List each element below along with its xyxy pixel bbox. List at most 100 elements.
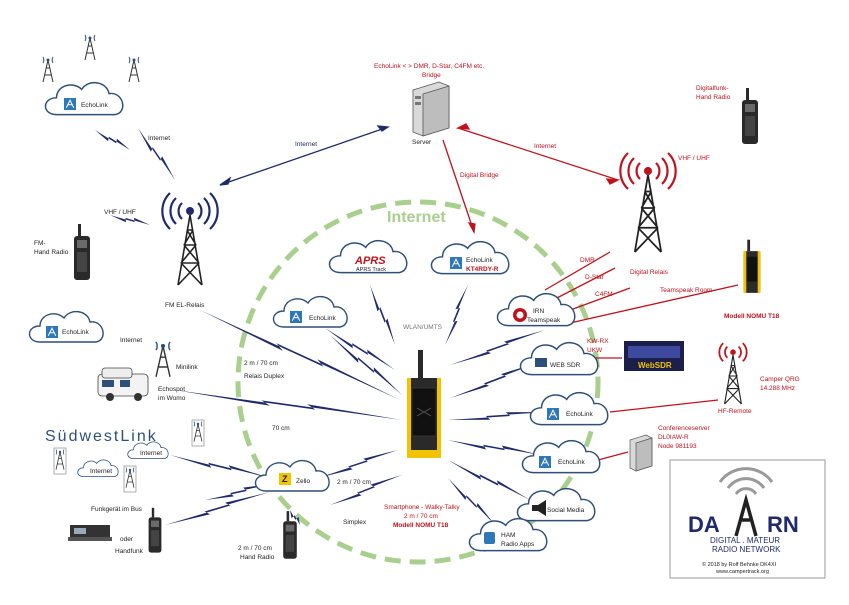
navy-links	[219, 125, 390, 186]
smartphone-label-1: Smartphone - Walky-Talky	[384, 504, 460, 511]
oder-label: oder	[120, 536, 134, 543]
lightning-bolt-link	[170, 455, 270, 478]
lightning-bolt-link	[448, 478, 495, 525]
link-dstar	[552, 267, 616, 301]
ham-label-1: HAM	[501, 532, 515, 539]
digital-relay-label: Digital Relais	[630, 269, 669, 276]
internet-ring-label: Internet	[387, 209, 446, 226]
small-tower-icon	[42, 56, 54, 83]
fm-hand-radio-icon	[74, 224, 90, 280]
lightning-bolt-link	[165, 492, 270, 525]
aprs-logo: APRS	[354, 255, 386, 267]
lightning-bolt-link	[110, 215, 150, 225]
link-hfremote	[609, 399, 719, 413]
hf-remote-tower	[718, 342, 748, 405]
small-tower-icon	[84, 34, 96, 61]
echolink-left-label: EchoLink	[62, 329, 89, 336]
fm-band-label: VHF / UHF	[104, 209, 136, 216]
relais-duplex-label-2: Relais Duplex	[244, 373, 285, 380]
hand-radio-label-2: Hand Radio	[240, 554, 275, 561]
social-media-cloud	[516, 487, 596, 522]
echolink-right2-label: EchoLink	[558, 459, 585, 466]
svg-text:Z: Z	[282, 474, 288, 484]
echospot-label-1: Echospot	[158, 386, 185, 393]
websdr-label: WEB SDR	[550, 362, 581, 369]
c4fm-label: C4FM	[595, 291, 613, 298]
echolink-kt-label-1: EchoLink	[466, 257, 493, 264]
echolink-center-label: EchoLink	[309, 315, 336, 322]
smartphone-label-2: 2 m / 70 cm	[404, 513, 438, 520]
nomu-right-icon	[743, 239, 761, 293]
radio-links	[95, 128, 548, 525]
internet-left-label: Internet	[295, 141, 317, 148]
link-teamspeak-room	[569, 284, 739, 324]
small-tower-icon	[53, 447, 67, 475]
lightning-bolt-link	[448, 460, 530, 500]
red-links	[442, 123, 739, 461]
social-media-label: Social Media	[547, 507, 585, 514]
digital-band-label: VHF / UHF	[678, 155, 710, 162]
link-dmr	[544, 251, 611, 291]
nomu-right-label: Modell NOMU T18	[724, 313, 780, 320]
conference-server-icon	[629, 434, 653, 472]
mobile-radio-icon	[68, 525, 112, 541]
lightning-bolt-link	[290, 510, 300, 525]
irn-label-2: Teamspeak	[527, 317, 561, 324]
suedwestlink-logo: SüdwestLink	[45, 428, 158, 445]
digital-radio-label-1: Digitalfunk-	[696, 85, 729, 92]
internet-small-label: Internet	[120, 337, 142, 344]
lightning-bolt-link	[95, 130, 130, 150]
websdr-band-2: UKW	[587, 347, 603, 354]
daarn-antenna-icon	[718, 467, 774, 537]
fm-relay-label: FM EL-Relais	[165, 302, 205, 309]
camper-label-2: 14.288 MHz	[760, 385, 795, 392]
daarn-copy-2: www.campertrack.org	[715, 569, 769, 575]
relais-duplex-label-1: 2 m / 70 cm	[244, 360, 278, 367]
websdr-cloud	[519, 341, 599, 376]
internet-top-label: Internet	[148, 135, 170, 142]
lightning-bolt-link	[330, 335, 402, 395]
irn-label-1: IRN	[533, 308, 545, 315]
handfunk-icon	[148, 507, 162, 553]
digital-hand-radio-icon	[742, 88, 758, 144]
digital-bridge-label: Digital Bridge	[460, 172, 499, 179]
lightning-bolt-link	[448, 412, 548, 420]
handfunk-label: Handfunk	[115, 548, 144, 555]
zello-band-label: 2 m / 70 cm	[337, 479, 371, 486]
websdr-spectrum	[628, 346, 680, 358]
server-caption-2: Bridge	[422, 72, 441, 79]
minilink-tower-icon	[155, 341, 171, 378]
ham-apps-cloud	[468, 517, 548, 552]
lightning-bolt-link	[138, 128, 175, 180]
echolink-top-label: EchoLink	[81, 102, 108, 109]
aprs-label: APRS Track	[356, 267, 386, 273]
simplex-label: Simplex	[343, 519, 367, 526]
link-conference	[597, 451, 629, 461]
echospot-label-2: im Womo	[158, 395, 186, 402]
internet-right-label: Internet	[534, 143, 556, 150]
echolink-center-cloud	[272, 295, 348, 328]
internet-a-label: Internet	[140, 450, 162, 457]
echolink-cloud-top	[44, 81, 124, 116]
echolink-right1-label: EchoLink	[566, 411, 593, 418]
zello-cloud: Z	[254, 459, 330, 492]
teamspeak-room-label: Teamspeak Room	[660, 287, 712, 294]
dmr-label: DMR	[580, 257, 595, 264]
lightning-bolt-link	[448, 440, 540, 455]
link-c4fm	[564, 287, 631, 313]
arrowhead	[219, 176, 232, 186]
smartphone-label-3: Modell NOMU T18	[393, 522, 449, 529]
websdr-logo: WebSDR	[638, 361, 672, 370]
conference-label-2: DL0IAW-R	[658, 434, 689, 441]
lightning-bolt-link	[450, 330, 545, 365]
funk-bus-label: Funkgerät im Bus	[91, 506, 143, 513]
zello-label: Zello	[296, 478, 310, 485]
arrowhead	[376, 125, 390, 132]
server-icon	[412, 81, 450, 137]
echolink-kt-label-2: KT4RDY-R	[466, 266, 499, 273]
lightning-bolt-link	[450, 362, 540, 398]
daarn-sub-1: DIGITAL . MATEUR	[710, 536, 780, 545]
server-caption: EchoLink < > DMR, D-Star, C4FM etc.	[374, 63, 484, 70]
digital-relay-tower	[619, 152, 677, 253]
